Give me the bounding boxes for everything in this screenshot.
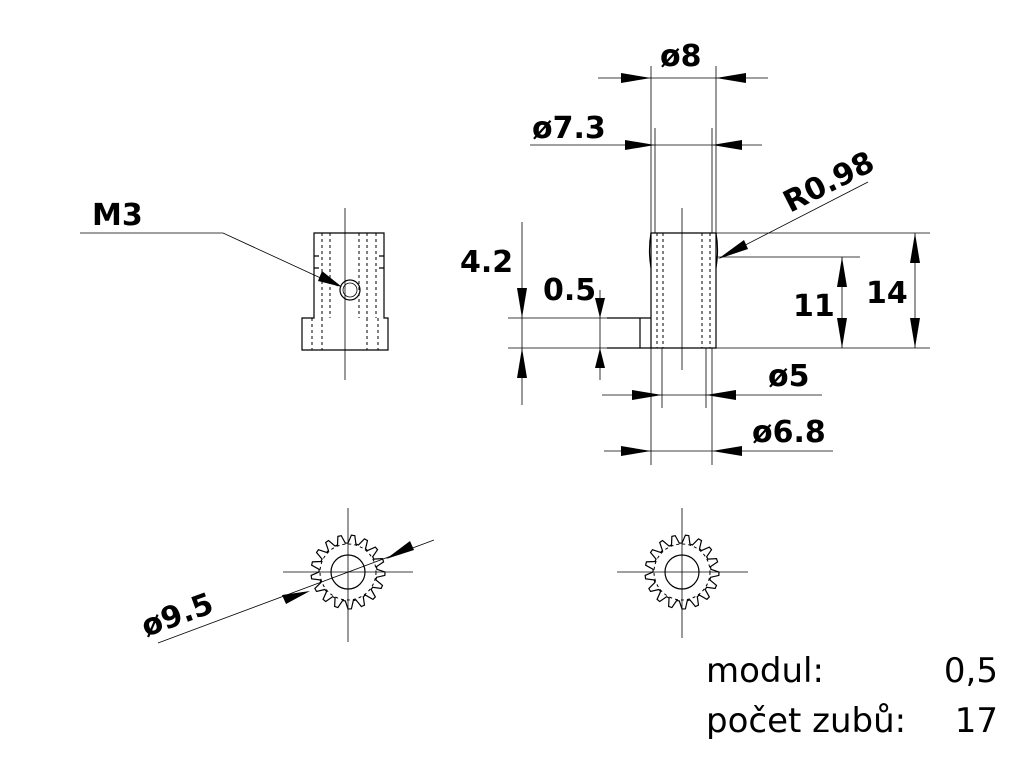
module-value: 0,5 — [944, 651, 998, 691]
dim-offset-0-5: 0.5 — [543, 273, 596, 308]
dim-height-14: 14 — [866, 276, 908, 311]
dim-dia-8: ø8 — [660, 39, 701, 74]
teeth-label: počet zubů: — [706, 701, 906, 741]
right-gear-front-view — [617, 508, 748, 638]
left-gear-front-view — [157, 508, 435, 644]
thread-label: M3 — [92, 198, 143, 233]
dim-dia-7-3: ø7.3 — [532, 111, 606, 146]
dim-height-11: 11 — [793, 289, 835, 324]
left-side-view — [80, 208, 389, 380]
teeth-value: 17 — [955, 701, 998, 741]
module-label: modul: — [706, 651, 824, 691]
dim-dia-6-8: ø6.8 — [752, 415, 826, 450]
dim-dia-5: ø5 — [768, 359, 809, 394]
dim-radius: R0.98 — [778, 145, 880, 220]
right-side-view — [508, 66, 930, 465]
dim-height-4-2: 4.2 — [460, 245, 513, 280]
